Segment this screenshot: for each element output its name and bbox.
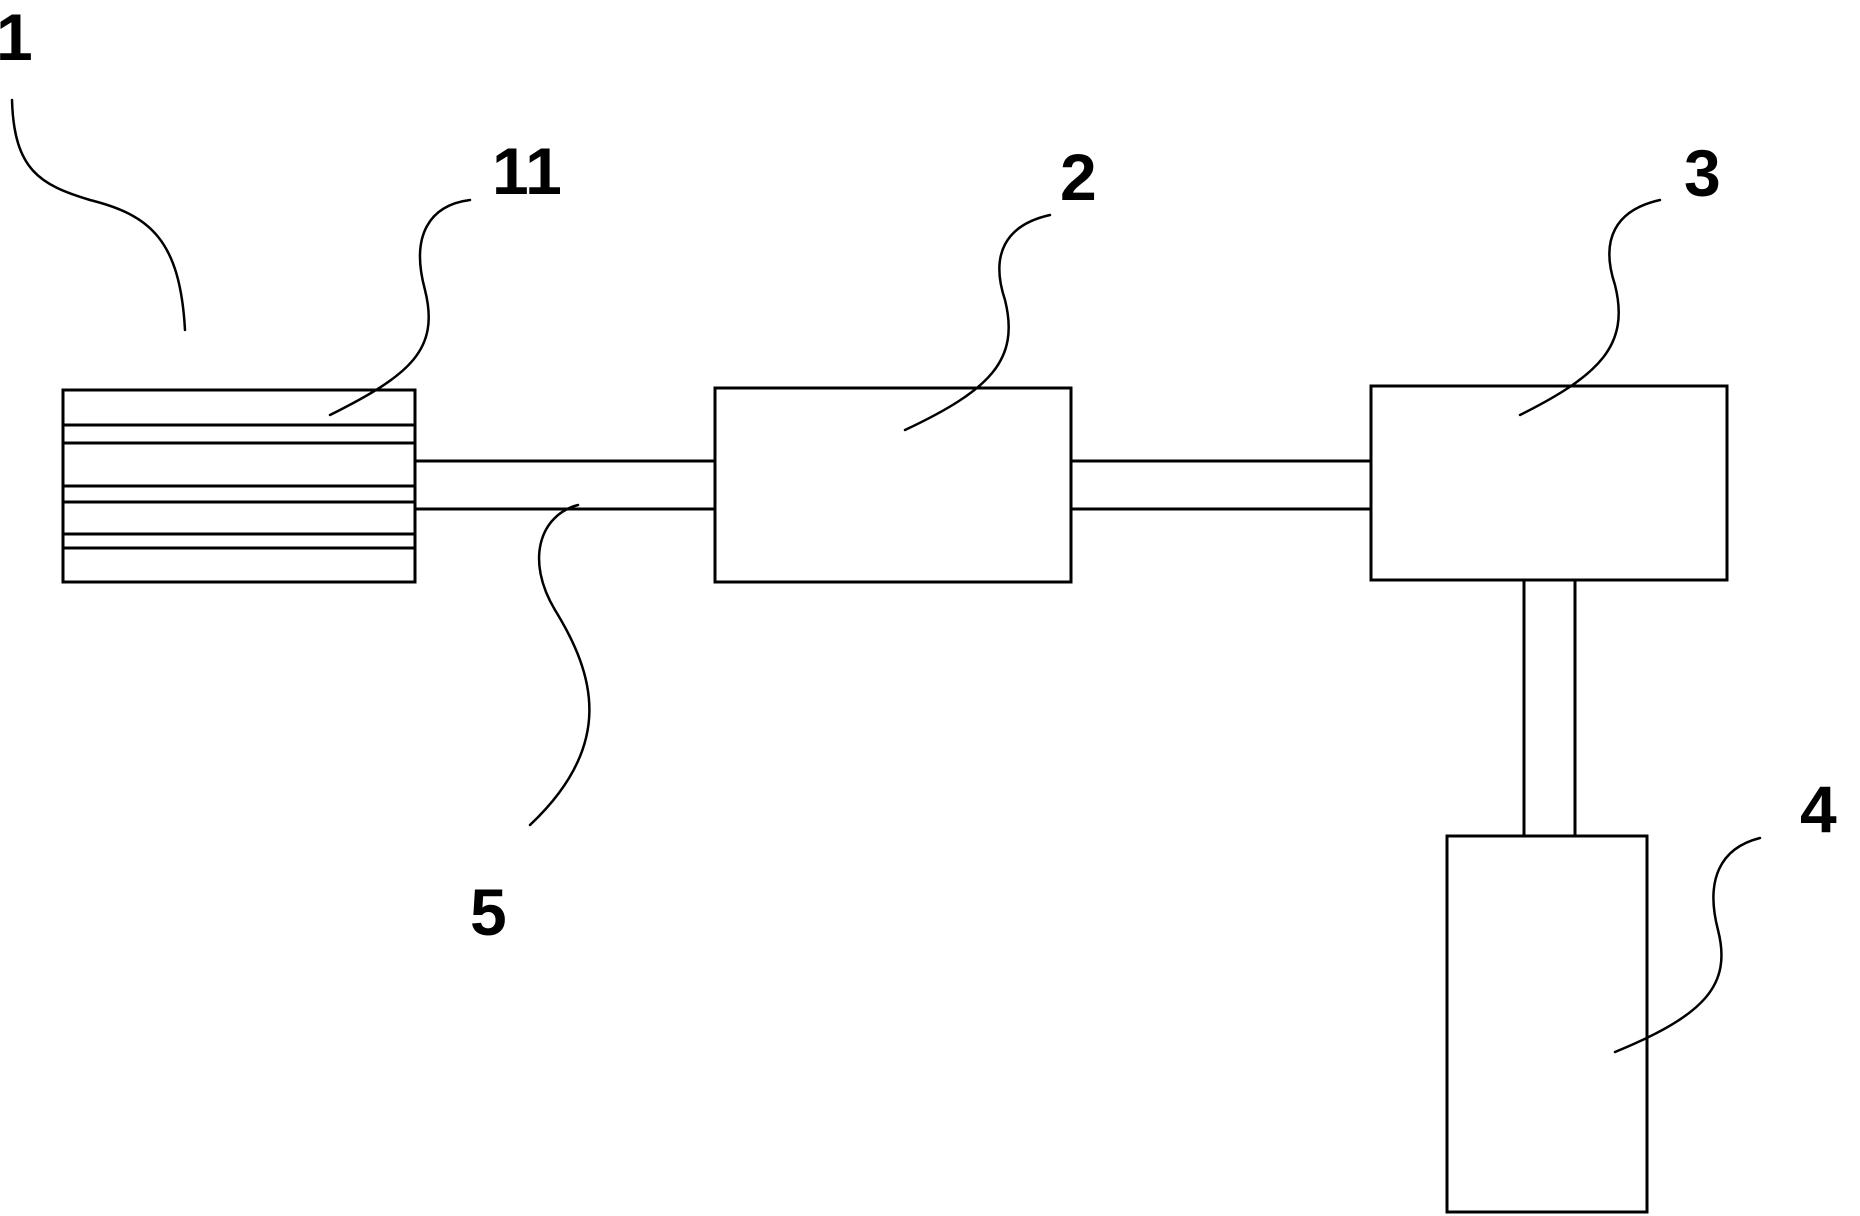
component-1-striped-block — [61, 388, 417, 584]
leader-line-3 — [1518, 198, 1662, 417]
leader-line-4 — [1613, 836, 1762, 1054]
ref-label-5: 5 — [470, 875, 507, 949]
leader-line-11 — [328, 198, 472, 417]
component-2-box — [713, 386, 1073, 584]
ref-label-1: 1 — [0, 0, 33, 74]
ref-label-3: 3 — [1684, 136, 1721, 210]
component-3-box — [1369, 384, 1729, 582]
leader-line-5 — [528, 503, 591, 827]
leader-line-1 — [10, 98, 187, 332]
pipe-2-3 — [1071, 459, 1371, 511]
pipe-5 — [415, 459, 715, 511]
component-4-box — [1445, 834, 1649, 1214]
pipe-3-4 — [1522, 580, 1577, 836]
ref-label-11: 11 — [492, 134, 562, 208]
leader-line-2 — [903, 213, 1052, 432]
ref-label-4: 4 — [1800, 772, 1837, 846]
ref-label-2: 2 — [1060, 140, 1097, 214]
